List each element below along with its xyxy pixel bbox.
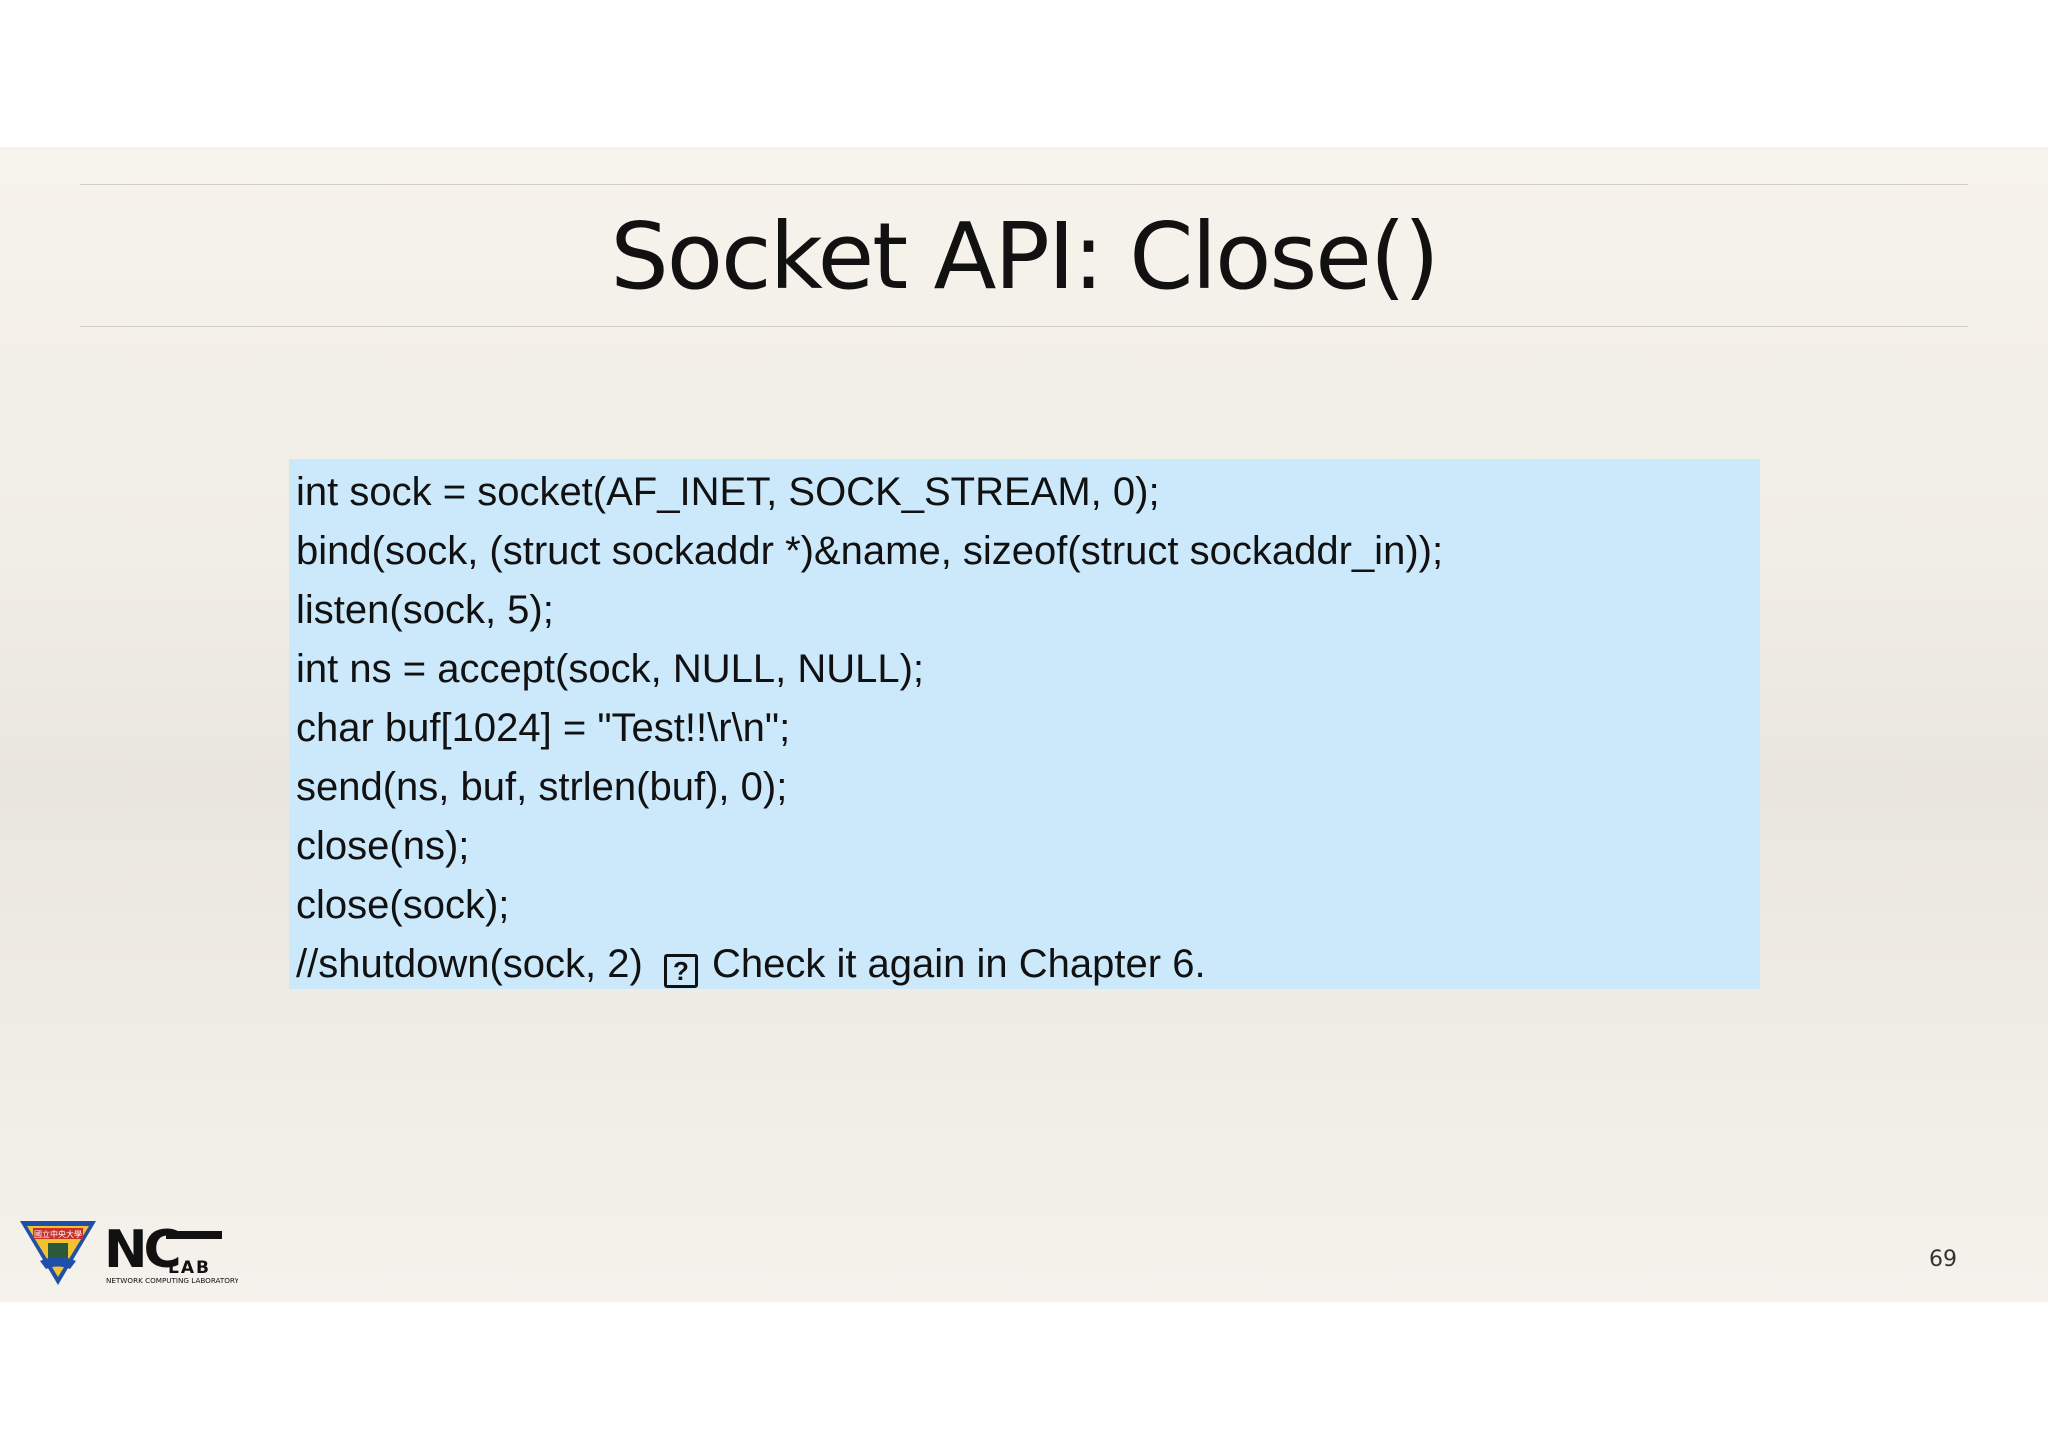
nclab-logo: 國立中央大學 NC LAB NETWORK COMPUTING LABORATO… xyxy=(20,1220,238,1285)
code-line: close(sock); xyxy=(296,883,510,927)
code-block: int sock = socket(AF_INET, SOCK_STREAM, … xyxy=(289,459,1760,989)
logo-caption: NETWORK COMPUTING LABORATORY xyxy=(106,1276,238,1285)
nc-text: NC xyxy=(104,1220,179,1280)
code-line: close(ns); xyxy=(296,824,470,868)
question-box-icon: ? xyxy=(663,954,698,988)
code-line-shutdown: //shutdown(sock, 2) ? Check it again in C… xyxy=(296,935,1760,994)
university-seal-icon: 國立中央大學 xyxy=(20,1221,96,1285)
page-number: 69 xyxy=(1929,1247,1957,1272)
code-line: listen(sock, 5); xyxy=(296,588,554,632)
seal-text: 國立中央大學 xyxy=(34,1229,82,1239)
title-bottom-rule xyxy=(80,326,1968,327)
code-line: char buf[1024] = "Test!!\r\n"; xyxy=(296,706,791,750)
shutdown-code: //shutdown(sock, 2) xyxy=(296,942,643,986)
code-line: int sock = socket(AF_INET, SOCK_STREAM, … xyxy=(296,470,1160,514)
code-line: int ns = accept(sock, NULL, NULL); xyxy=(296,647,925,691)
nc-lab-wordmark: NC LAB NETWORK COMPUTING LABORATORY xyxy=(104,1220,238,1285)
chapter-note: Check it again in Chapter 6. xyxy=(711,942,1206,986)
slide: Socket API: Close() int sock = socket(AF… xyxy=(0,147,2048,1302)
slide-title: Socket API: Close() xyxy=(610,203,1439,310)
code-line: bind(sock, (struct sockaddr *)&name, siz… xyxy=(296,529,1444,573)
code-line: send(ns, buf, strlen(buf), 0); xyxy=(296,765,788,809)
lab-text: LAB xyxy=(168,1258,211,1278)
title-top-rule xyxy=(80,184,1968,185)
